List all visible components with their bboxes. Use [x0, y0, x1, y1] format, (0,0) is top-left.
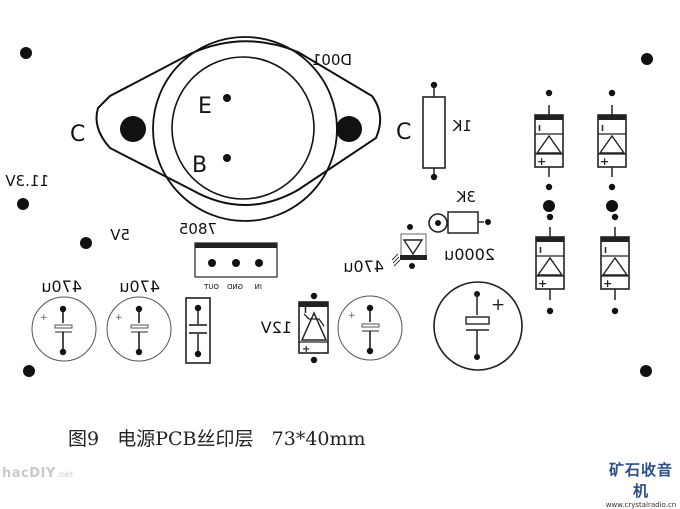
watermark-right-cn: 矿石收音机 [608, 461, 673, 500]
regulator-pin-out: OUT [203, 283, 219, 291]
label-c-right: C [396, 120, 411, 145]
resistor-3k: 3K [428, 188, 491, 234]
diode: I + [535, 213, 565, 315]
label-3k: 3K [455, 188, 476, 206]
mounting-hole [543, 200, 555, 212]
label-11-3v: 11.3V [5, 172, 49, 190]
label-b: B [192, 153, 207, 178]
svg-text:+: + [538, 277, 547, 290]
watermark-right: 矿石收音机 www.crystalradio.cn [602, 459, 680, 509]
label-c-left: C [70, 122, 85, 147]
mounting-hole [17, 198, 29, 210]
label-e: E [198, 94, 212, 119]
diode-bridge: I + I + I + [534, 89, 630, 315]
caption-figure: 图9 [68, 428, 100, 450]
regulator-pad-gnd [232, 259, 240, 267]
regulator-pin-in: IN [255, 283, 262, 291]
regulator-pin-gnd: GND [227, 283, 243, 291]
capacitor-470u-2: 470u + [106, 277, 172, 362]
watermark-left-suffix: .net [55, 470, 74, 479]
capacitor-2000u: 2000u + [433, 245, 523, 371]
mounting-hole [640, 365, 652, 377]
transistor-body-outer [152, 36, 338, 222]
transistor-to3 [95, 36, 382, 222]
transistor-flange [95, 40, 382, 206]
regulator-pad-in [255, 259, 263, 267]
svg-text:I: I [538, 124, 541, 133]
mounting-holes [17, 47, 653, 377]
transistor-mount-hole-right [336, 116, 362, 142]
diode: I + [597, 89, 627, 191]
label-cap-470u-1: 470u [41, 277, 82, 296]
cap-plus-sign: + [491, 295, 505, 315]
cap-plus-sign: + [40, 313, 48, 323]
caption-size: 73*40mm [271, 428, 366, 450]
label-d001: D001 [312, 51, 352, 69]
label-cap-2000u: 2000u [444, 245, 495, 264]
mounting-hole [641, 53, 653, 65]
cap-plus-sign: + [348, 311, 356, 321]
svg-text:+: + [537, 155, 546, 168]
svg-text:I: I [539, 246, 542, 255]
transistor-pad-e [223, 94, 231, 102]
svg-text:+: + [302, 344, 310, 355]
label-12v: 12V [261, 318, 292, 337]
figure-caption: 图9 电源PCB丝印层 73*40mm [68, 424, 366, 451]
caption-name: 电源PCB丝印层 [117, 428, 254, 450]
mounting-hole [20, 47, 32, 59]
zener-12v: 12V + I [261, 292, 329, 364]
capacitor-470u-1: 470u + [31, 277, 97, 362]
diode: I + [534, 89, 564, 191]
cap-plus-sign: + [115, 313, 123, 323]
label-cap-470u-2: 470u [119, 277, 160, 296]
label-1k: 1K [451, 117, 472, 135]
diode: I + [600, 213, 630, 315]
capacitor-nonpolar [185, 297, 211, 364]
label-5v: 5V [109, 226, 130, 244]
transistor-body-inner [171, 56, 315, 200]
regulator-tab-bar [195, 243, 277, 248]
mounting-hole [80, 237, 92, 249]
regulator-pad-out [208, 259, 216, 267]
regulator-7805: OUT GND IN [194, 242, 278, 291]
label-cap-470u-3: 470u [343, 257, 384, 276]
capacitor-470u-3: + [337, 295, 403, 361]
svg-text:I: I [604, 246, 607, 255]
mounting-hole [23, 365, 35, 377]
mounting-hole [606, 200, 618, 212]
label-7805: 7805 [179, 220, 217, 238]
watermark-right-url: www.crystalradio.cn [605, 501, 677, 509]
svg-text:I: I [304, 306, 307, 315]
pcb-silkscreen: E B C C D001 11.3V 5V 7805 OUT GND IN 47… [5, 36, 653, 377]
watermark-left: hacDIY.net [2, 466, 73, 481]
watermark-left-text: hacDIY [2, 466, 56, 481]
resistor-1k: 1K [422, 81, 472, 181]
svg-text:+: + [600, 155, 609, 168]
svg-text:I: I [601, 124, 604, 133]
svg-text:+: + [603, 277, 612, 290]
transistor-pad-b [223, 154, 231, 162]
led [391, 224, 427, 269]
transistor-mount-hole-left [120, 116, 146, 142]
